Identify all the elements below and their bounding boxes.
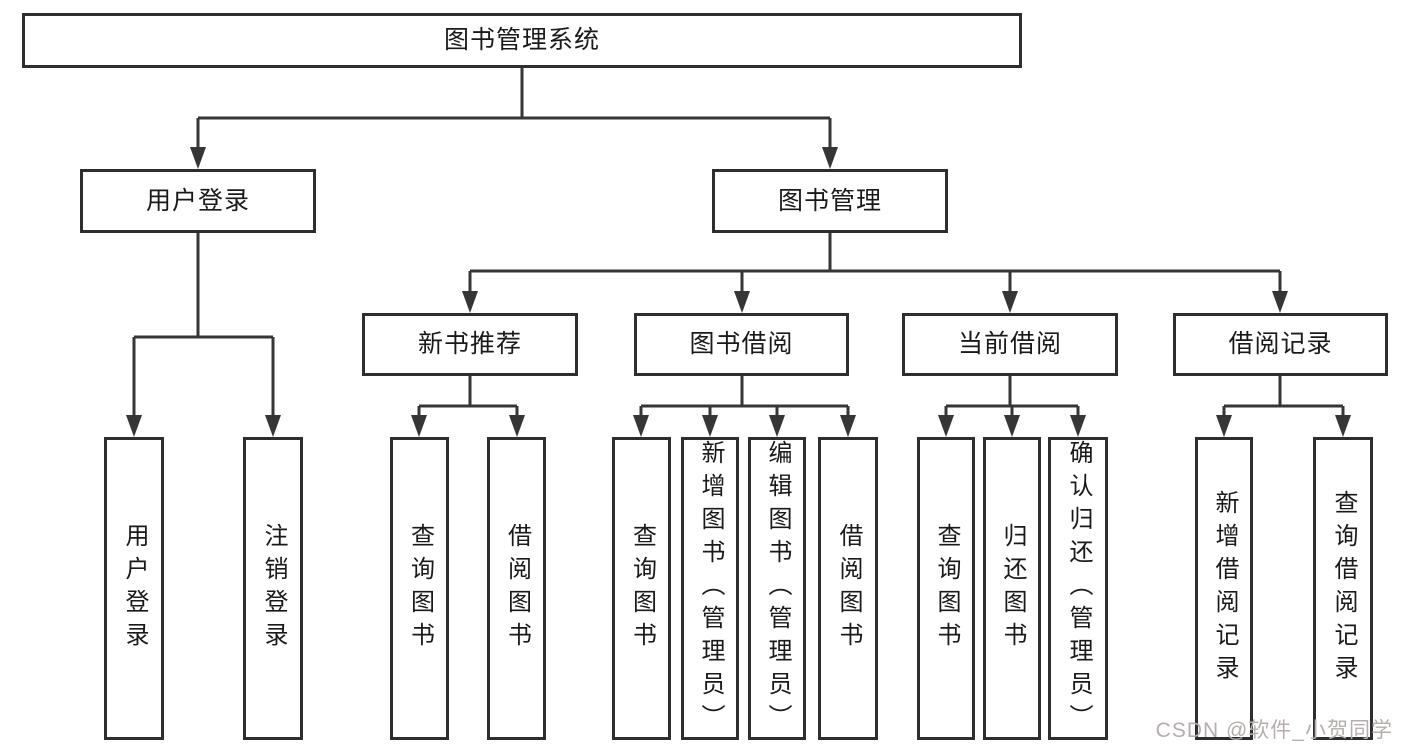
leaf-add-borrow-record-label: 新增借阅记录 [1211,489,1238,688]
node-new-book-recommend: 新书推荐 [362,313,578,376]
node-new-book-recommend-label: 新书推荐 [417,330,522,358]
leaf-recommend-borrow-books-label: 借阅图书 [503,522,531,655]
csdn-watermark: CSDN @软件_小贺同学 [1155,719,1393,742]
leaf-add-borrow-record: 新增借阅记录 [1195,437,1253,740]
node-book-borrow: 图书借阅 [634,313,849,376]
leaf-add-books-admin-label: 新增图书（管理员） [697,440,724,737]
node-borrow-records-label: 借阅记录 [1228,330,1333,358]
leaf-add-books-admin: 新增图书（管理员） [681,437,739,740]
leaf-current-query-books: 查询图书 [917,437,975,740]
node-book-management-label: 图书管理 [777,186,882,215]
leaf-query-borrow-record: 查询借阅记录 [1313,437,1373,740]
leaf-edit-books-admin-label: 编辑图书（管理员） [764,440,791,737]
arrowheads [126,147,1351,437]
leaf-borrow-query-books-label: 查询图书 [628,522,656,655]
leaf-user-login-label: 用户登录 [121,522,148,655]
leaf-confirm-return-admin-label: 确认归还（管理员） [1065,440,1092,737]
leaf-borrow-query-books: 查询图书 [612,437,671,740]
leaf-current-query-books-label: 查询图书 [933,522,960,655]
node-user-login-label: 用户登录 [145,186,250,215]
node-current-borrow: 当前借阅 [902,313,1118,376]
leaf-logout-login: 注销登录 [243,437,303,740]
leaf-return-books: 归还图书 [983,437,1041,740]
leaf-recommend-query-books: 查询图书 [390,437,449,740]
leaf-query-borrow-record-label: 查询借阅记录 [1330,489,1357,688]
node-root-label: 图书管理系统 [443,26,600,54]
leaf-user-login: 用户登录 [104,437,164,740]
node-borrow-records: 借阅记录 [1173,313,1388,376]
node-book-management: 图书管理 [712,169,948,233]
node-user-login: 用户登录 [80,169,316,233]
leaf-return-books-label: 归还图书 [999,522,1026,655]
leaf-borrow-books-label: 借阅图书 [835,522,862,655]
leaf-recommend-borrow-books: 借阅图书 [487,437,546,740]
leaf-confirm-return-admin: 确认归还（管理员） [1048,437,1108,740]
leaf-borrow-books: 借阅图书 [818,437,878,740]
leaf-logout-login-label: 注销登录 [260,522,287,655]
leaf-edit-books-admin: 编辑图书（管理员） [748,437,806,740]
node-current-borrow-label: 当前借阅 [957,330,1062,358]
leaf-recommend-query-books-label: 查询图书 [406,522,434,655]
node-book-borrow-label: 图书借阅 [689,330,794,358]
node-root-system: 图书管理系统 [22,13,1022,68]
